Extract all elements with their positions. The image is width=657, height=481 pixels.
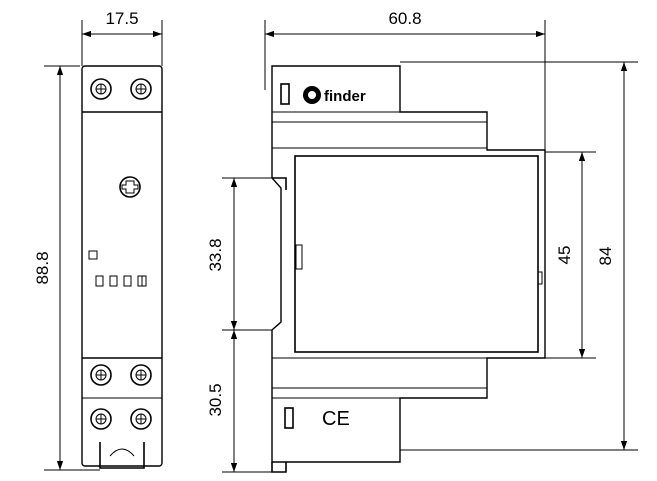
indicator-3-icon: [123, 275, 132, 287]
rail-clip-bottom: [271, 462, 287, 473]
side-view: 60.8 finder CE 33.8: [206, 9, 638, 473]
side-depth-label: 60.8: [388, 9, 421, 28]
rail-clip-top: [272, 177, 287, 190]
rail-upper-label: 33.8: [206, 238, 225, 271]
front-module-body: [81, 65, 163, 467]
side-housing-outline: [271, 65, 546, 463]
terminal-screw-top-right-icon: [130, 78, 152, 100]
din-clip-icon: [99, 442, 145, 469]
adjustment-knob-icon: [119, 176, 141, 198]
label-slot-icon: [284, 407, 294, 429]
cover-height-label: 45: [555, 246, 574, 265]
rail-lower-label: 30.5: [206, 383, 225, 416]
status-led-icon: [88, 250, 98, 260]
finder-logo-icon: [303, 86, 321, 104]
terminal-screw-top-left-icon: [90, 78, 112, 100]
led-indicator-row: [95, 275, 147, 287]
front-view: 17.5: [33, 9, 163, 471]
terminal-screw-mid-left-icon: [90, 364, 112, 386]
finder-logo-text: finder: [324, 88, 366, 105]
side-height-label: 84: [596, 247, 615, 266]
terminal-screw-bottom-left-icon: [90, 408, 112, 430]
terminal-screw-bottom-right-icon: [130, 408, 152, 430]
side-latch-icon: [295, 244, 303, 270]
logo-slot-icon: [280, 83, 290, 105]
indicator-1-icon: [95, 275, 104, 287]
front-width-label: 17.5: [105, 9, 138, 28]
indicator-2-icon: [109, 275, 118, 287]
terminal-screw-mid-right-icon: [130, 364, 152, 386]
ce-mark: CE: [322, 408, 350, 430]
front-height-label: 88.8: [33, 251, 52, 284]
